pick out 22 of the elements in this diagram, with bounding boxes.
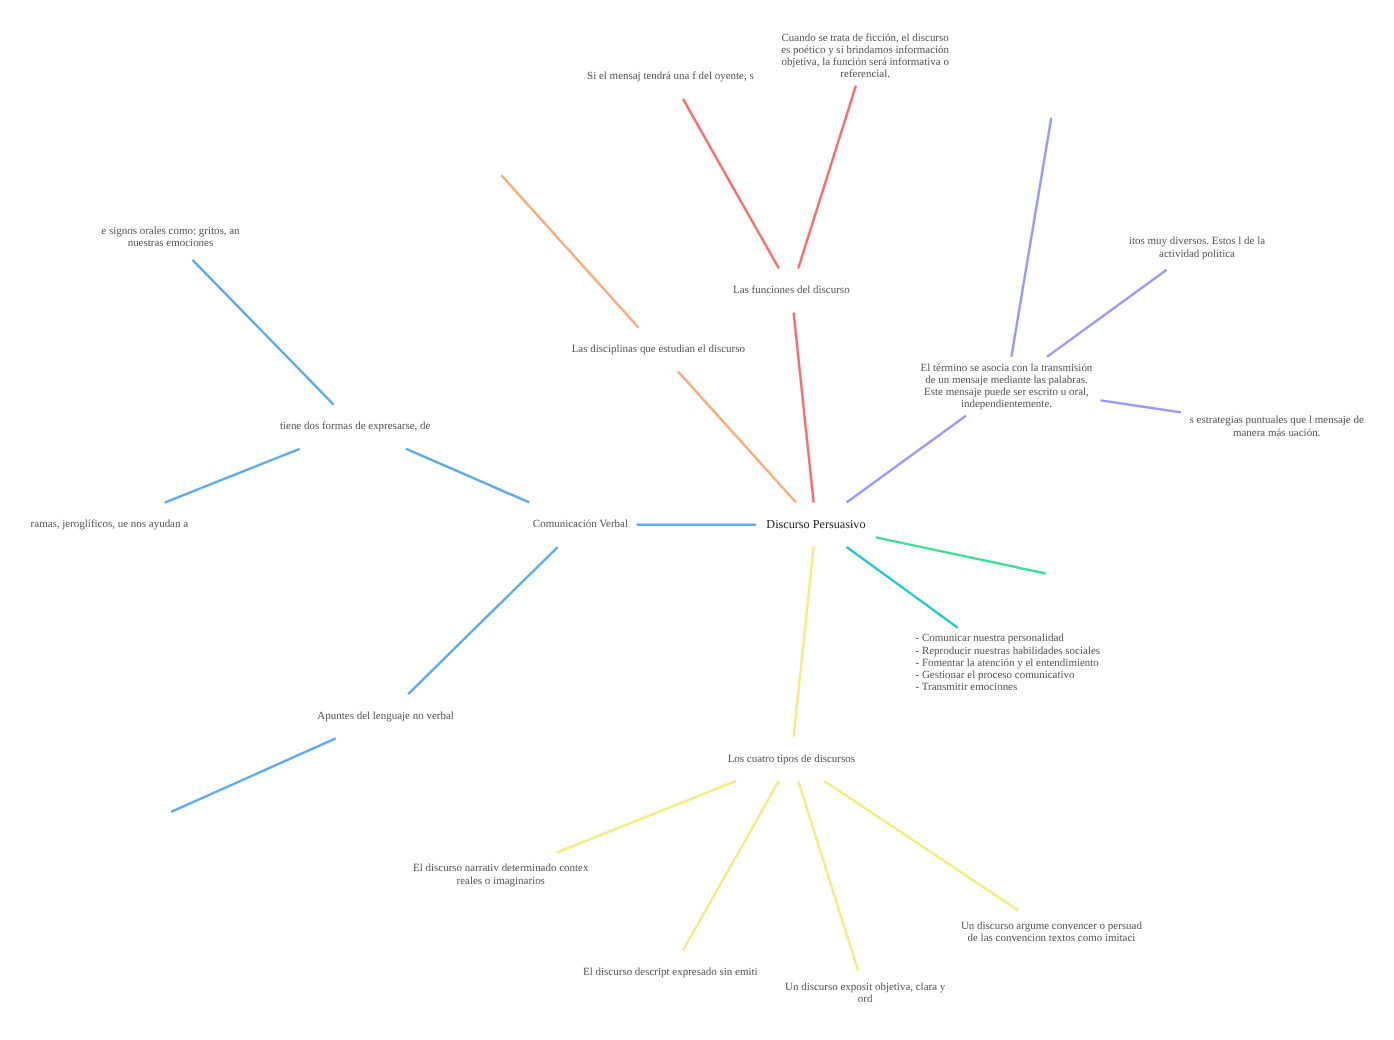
connector (407, 545, 559, 694)
connector (555, 778, 737, 853)
connector (681, 779, 780, 950)
connector (1100, 398, 1182, 413)
connector (164, 446, 301, 503)
connector (792, 545, 815, 736)
connector (823, 778, 1020, 911)
connector (191, 257, 335, 405)
connector (1046, 267, 1168, 357)
connector (797, 84, 858, 268)
connector (875, 535, 1046, 574)
connector (1010, 116, 1053, 357)
connector (792, 311, 815, 502)
connector (636, 522, 756, 525)
connector (500, 173, 640, 328)
connector (170, 736, 337, 812)
connector (845, 413, 967, 503)
connector (681, 97, 780, 268)
connector (797, 779, 860, 971)
connector (405, 446, 530, 503)
connector (677, 369, 797, 503)
connector (845, 544, 959, 628)
